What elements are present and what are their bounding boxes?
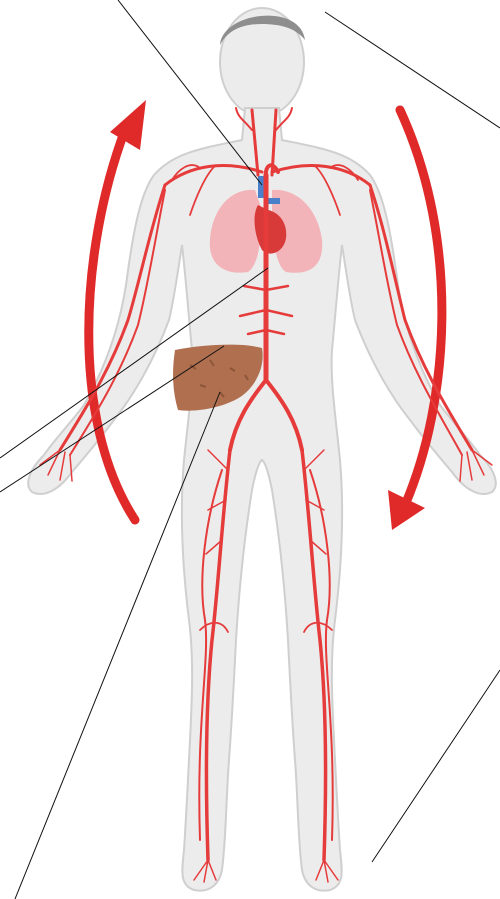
arrow-up-head <box>110 100 146 150</box>
artery-network <box>40 108 492 882</box>
leader-line-foot <box>372 670 500 862</box>
leader-line-head <box>325 12 500 128</box>
vena-cava <box>258 176 264 198</box>
